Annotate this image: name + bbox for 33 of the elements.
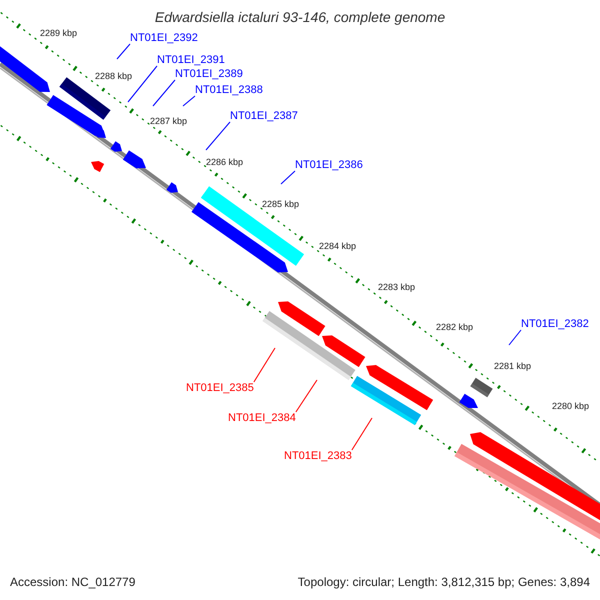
- leader-line: [295, 380, 318, 412]
- tick-label: 2280 kbp: [552, 401, 590, 411]
- footer-text: Topology: circular; Length: 3,812,315 bp; Genes: 3,894: [298, 575, 590, 589]
- gene-label: NT01EI_2383: [284, 450, 352, 462]
- leader-line: [116, 44, 130, 60]
- tick-label: 2282 kbp: [436, 322, 474, 332]
- tick-label: 2288 kbp: [95, 71, 132, 81]
- tick-label: 2285 kbp: [262, 199, 300, 209]
- gene-label: NT01EI_2388: [195, 84, 263, 96]
- footer-text: Accession: NC_012779: [10, 575, 136, 589]
- leader-line: [128, 66, 158, 102]
- tick-label: 2284 kbp: [319, 241, 356, 251]
- gene-label: NT01EI_2392: [130, 32, 198, 44]
- title: Edwardsiella ictaluri 93-146, complete genome: [154, 9, 446, 25]
- leader-line: [351, 418, 372, 450]
- gene-label: NT01EI_2382: [521, 318, 589, 330]
- gene-label: NT01EI_2385: [186, 382, 254, 394]
- gene-label: NT01EI_2387: [230, 110, 298, 122]
- leader-line: [508, 330, 522, 346]
- tick-label: 2287 kbp: [150, 116, 188, 126]
- gene-label: NT01EI_2389: [175, 68, 243, 80]
- leader-line: [152, 80, 176, 106]
- gene-label: NT01EI_2384: [228, 412, 296, 424]
- tick-label: 2283 kbp: [378, 282, 416, 292]
- leader-line: [206, 122, 230, 150]
- gene-label: NT01EI_2386: [295, 159, 363, 171]
- tick-label: 2286 kbp: [206, 157, 244, 167]
- leader-line: [182, 96, 196, 106]
- gene-label: NT01EI_2391: [157, 54, 225, 66]
- tick-label: 2289 kbp: [40, 28, 78, 38]
- leader-line: [253, 348, 276, 382]
- leader-line: [280, 170, 296, 184]
- tick-label: 2281 kbp: [494, 361, 532, 371]
